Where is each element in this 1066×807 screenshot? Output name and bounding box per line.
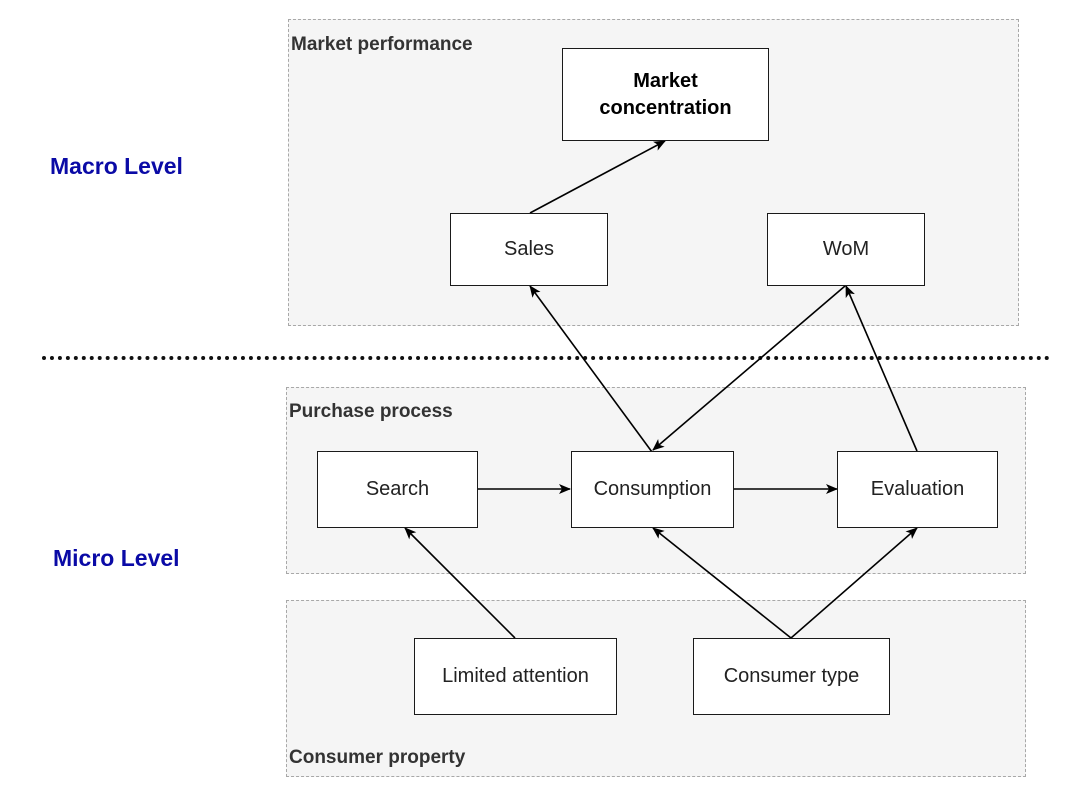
market-concentration-label: Market concentration — [599, 69, 732, 119]
wom-node: WoM — [767, 213, 925, 286]
evaluation-node: Evaluation — [837, 451, 998, 528]
consumer-type-label: Consumer type — [723, 665, 860, 687]
market-concentration-node: Market concentration — [562, 48, 769, 141]
wom-label: WoM — [822, 238, 870, 260]
macro-level-label: Macro Level — [50, 153, 183, 179]
level-divider — [42, 356, 1050, 360]
evaluation-label: Evaluation — [870, 478, 965, 500]
sales-label: Sales — [503, 238, 555, 260]
consumption-label: Consumption — [593, 478, 712, 500]
limited-attention-label: Limited attention — [442, 665, 589, 687]
micro-level-label: Micro Level — [53, 545, 180, 571]
consumer-property-title: Consumer property — [289, 747, 466, 768]
consumer-type-node: Consumer type — [693, 638, 890, 715]
sales-node: Sales — [450, 213, 608, 286]
market-performance-title: Market performance — [291, 34, 473, 55]
limited-attention-node: Limited attention — [414, 638, 617, 715]
search-label: Search — [365, 478, 430, 500]
purchase-process-title: Purchase process — [289, 401, 453, 422]
search-node: Search — [317, 451, 478, 528]
consumption-node: Consumption — [571, 451, 734, 528]
